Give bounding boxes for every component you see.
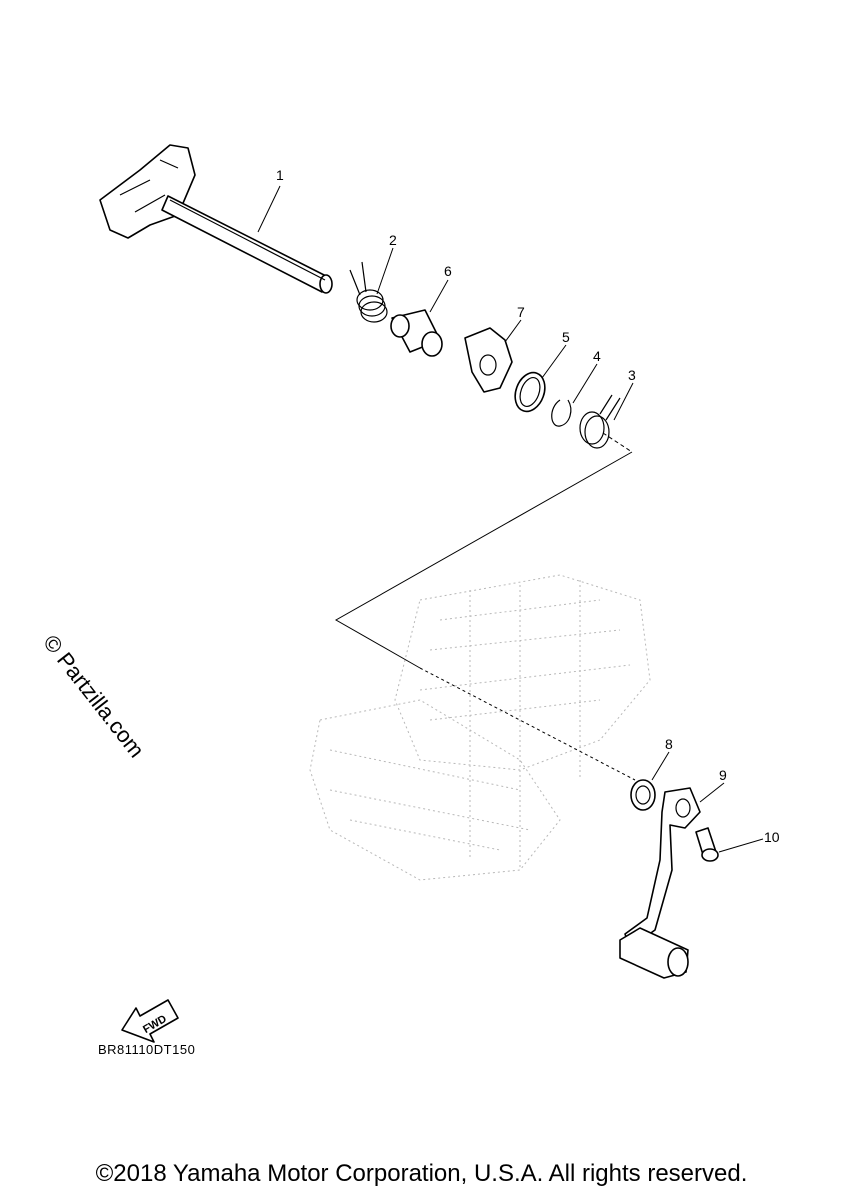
callout-6: 6 (444, 263, 452, 279)
callout-labels: 1 2 3 4 5 6 7 8 9 10 (276, 167, 780, 845)
callout-2: 2 (389, 232, 397, 248)
collar-6[interactable] (390, 309, 443, 357)
callout-7: 7 (517, 304, 525, 320)
linkage-lines (334, 432, 636, 781)
plate-7[interactable] (464, 327, 513, 393)
engine-outline (309, 574, 651, 881)
bolt-10[interactable] (695, 827, 719, 862)
copyright-notice: ©2018 Yamaha Motor Corporation, U.S.A. A… (95, 1160, 748, 1187)
callout-5: 5 (562, 329, 570, 345)
diagram-code: BR81110DT150 (98, 1042, 196, 1057)
fwd-arrow: FWD (121, 999, 179, 1043)
washer-8[interactable] (630, 779, 656, 811)
clip-4[interactable] (551, 399, 572, 427)
callout-8: 8 (665, 736, 673, 752)
circlip-5[interactable] (510, 368, 550, 415)
callout-9: 9 (719, 767, 727, 783)
shift-shaft[interactable] (99, 144, 333, 294)
spring-2[interactable] (349, 261, 388, 323)
spring-3[interactable] (579, 394, 621, 449)
callout-1: 1 (276, 167, 284, 183)
callout-10: 10 (764, 829, 780, 845)
callout-3: 3 (628, 367, 636, 383)
shift-pedal-9[interactable] (619, 787, 701, 979)
callout-4: 4 (593, 348, 601, 364)
callout-leaders (257, 185, 764, 853)
